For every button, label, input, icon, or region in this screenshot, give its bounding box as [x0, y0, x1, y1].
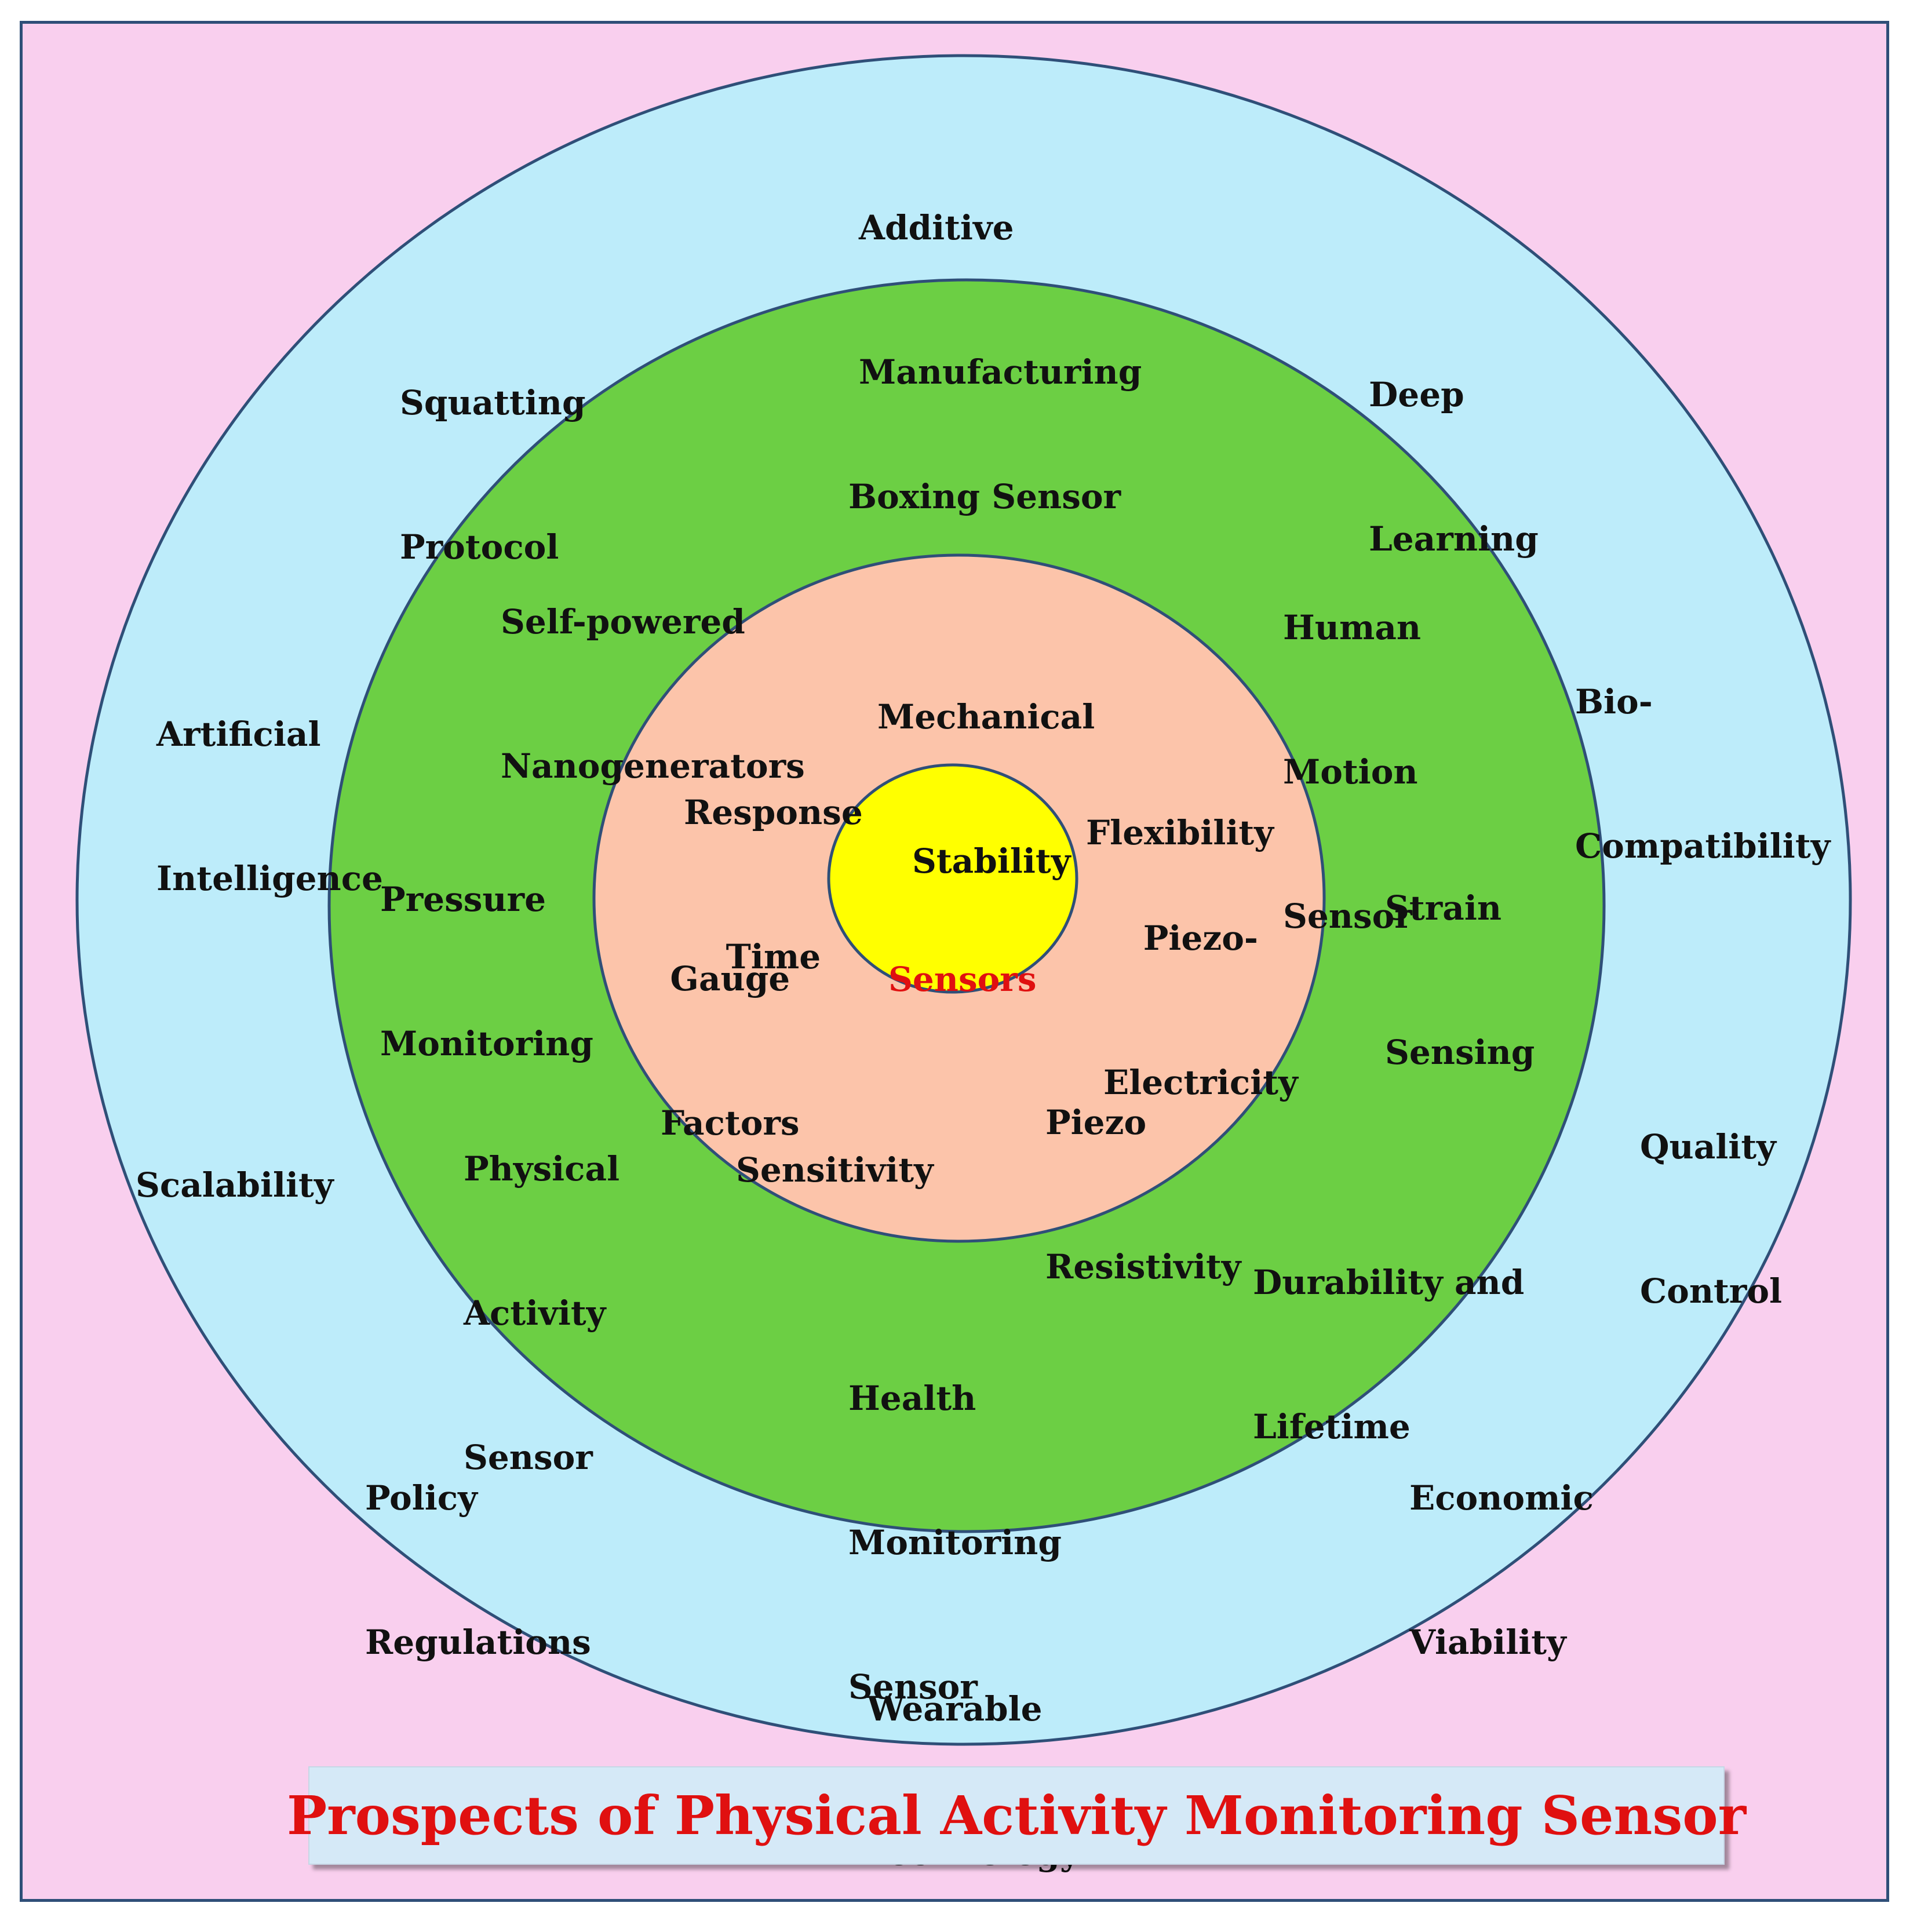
diagram-title: Prospects of Physical Activity Monitorin… [286, 1784, 1747, 1847]
label-line: Physical [464, 1149, 620, 1189]
label-line: Deep [1369, 375, 1464, 414]
label-line: Nanogenerators [501, 746, 805, 786]
label-line: Motion [1283, 752, 1418, 792]
label-line: Squatting [400, 383, 586, 422]
label-line: Sensor [464, 1438, 593, 1477]
label-line: Resistivity [1045, 1247, 1241, 1286]
title-box: Prospects of Physical Activity Monitorin… [287, 1766, 1746, 1865]
label-gauge-factors: Gauge Factors [661, 859, 800, 1195]
label-line: Sensor [1283, 896, 1412, 936]
label-line: Artificial [156, 715, 321, 754]
label-economic-viability: Economic Viability [1409, 1378, 1594, 1715]
label-line: Quality [1640, 1127, 1776, 1167]
label-squatting-protocol: Squatting Protocol [400, 283, 586, 619]
label-line: Scalability [136, 1165, 334, 1205]
label-line: Policy [365, 1478, 478, 1518]
label-line: Gauge [670, 959, 790, 998]
center-label: Sensors [888, 859, 1037, 1052]
label-health-monitoring-sensor: Health Monitoring Sensor [848, 1278, 1062, 1759]
core-circle [827, 763, 1078, 994]
label-line: Piezo [1045, 1103, 1147, 1142]
label-strain-sensing: Strain Sensing [1385, 788, 1535, 1125]
label-line: Economic [1409, 1478, 1594, 1518]
label-piezo-electricity: Piezo- Electricity [1103, 818, 1298, 1155]
label-line: Durability and [1253, 1263, 1525, 1302]
label-line: Sensitivity [736, 1150, 934, 1190]
label-additive-manufacturing: Additive Manufacturing [859, 108, 1142, 444]
label-line: Self-powered [501, 602, 745, 641]
label-piezo-resistivity: Piezo Resistivity [1045, 1003, 1241, 1339]
label-line: Factors [661, 1103, 800, 1143]
label-line: Activity [464, 1293, 606, 1333]
label-line: Sensing [1385, 1033, 1535, 1072]
label-line: Mechanical [877, 697, 1095, 737]
label-line: Lifetime [1253, 1407, 1411, 1446]
label-human-motion-sensor: Human Motion Sensor [1283, 508, 1421, 989]
label-line: Regulations [365, 1623, 591, 1662]
label-line: Strain [1385, 888, 1502, 928]
label-artificial-intelligence: Artificial Intelligence [156, 614, 383, 951]
label-response-time: Response Time [684, 692, 863, 1029]
label-bio-compatibility: Bio- Compatibility [1575, 582, 1830, 918]
label-boxing-sensor: Boxing Sensor [848, 377, 1121, 569]
label-line: Piezo- [1143, 918, 1258, 958]
label-line: Boxing Sensor [848, 477, 1121, 516]
label-line: Health [848, 1379, 976, 1418]
label-line: Learning [1369, 519, 1539, 559]
label-line: Wearable [867, 1689, 1043, 1729]
label-mechanical-stability: Mechanical Stability [877, 597, 1095, 934]
label-line: Response [684, 793, 863, 832]
label-line: Additive [859, 208, 1014, 247]
label-line: Sensor [848, 1667, 978, 1707]
label-line: Human [1283, 608, 1422, 647]
label-deep-learning: Deep Learning [1369, 275, 1539, 611]
label-line: Intelligence [156, 859, 383, 898]
label-line: Stability [912, 841, 1071, 881]
label-line: Compatibility [1575, 826, 1831, 866]
label-line: Viability [1409, 1623, 1566, 1662]
label-durability-and-lifetime: Durability and Lifetime [1253, 1162, 1524, 1499]
label-line: Time [726, 937, 821, 976]
label-line: Manufacturing [859, 352, 1142, 392]
label-physical-activity-sensor: Physical Activity Sensor [464, 1049, 619, 1530]
label-line: Electricity [1103, 1063, 1298, 1102]
label-quality-control: Quality Control [1640, 1027, 1782, 1364]
label-line: Pressure [380, 880, 546, 919]
label-line: Monitoring [848, 1523, 1062, 1562]
label-self-powered-nanogenerators: Self-powered Nanogenerators [501, 502, 805, 839]
label-line: Bio- [1575, 682, 1653, 721]
label-scalability: Scalability [136, 1065, 334, 1257]
center-label-text: Sensors [888, 960, 1037, 999]
label-pressure-monitoring: Pressure Monitoring [380, 779, 593, 1116]
label-wearable-technology: Wearable Technology [867, 1589, 1080, 1926]
label-policy-regulations: Policy Regulations [365, 1378, 591, 1715]
label-line: Control [1640, 1271, 1783, 1311]
label-sensitivity: Sensitivity [736, 1050, 934, 1242]
label-flexibility: Flexibility [1086, 713, 1274, 905]
label-line: Flexibility [1086, 813, 1274, 852]
label-line: Monitoring [380, 1024, 593, 1063]
label-line: Protocol [400, 527, 559, 567]
